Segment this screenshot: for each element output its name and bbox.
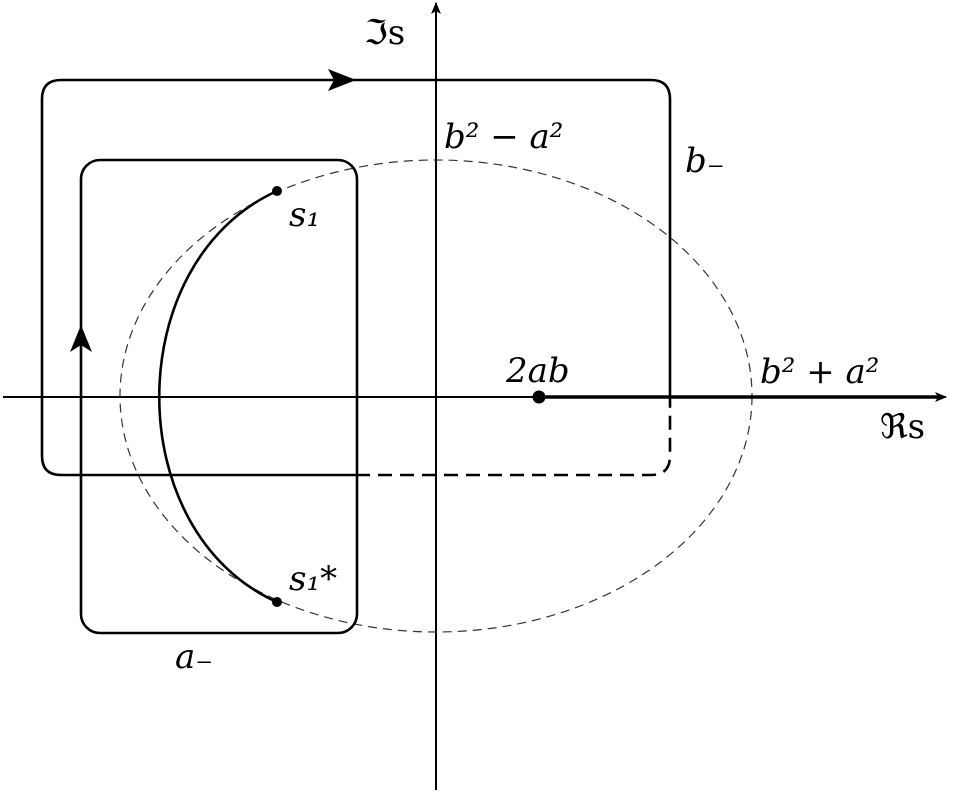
contour-a — [79, 158, 359, 635]
contour-b-arrow-icon — [328, 69, 356, 91]
upper-point-label: b² − a² — [444, 117, 563, 157]
imag-axis-label: ℑs — [364, 13, 405, 53]
contour-a-arrow-icon — [70, 325, 92, 352]
contour-b-label: b₋ — [685, 141, 725, 181]
s1-conjugate-label: s₁* — [289, 559, 337, 599]
point-2ab — [532, 390, 546, 404]
s1-label: s₁ — [289, 195, 320, 235]
contour-b-dashed — [356, 397, 672, 477]
point-s1 — [272, 186, 282, 196]
center-point-label: 2ab — [505, 351, 570, 391]
real-axis-label: ℜs — [880, 407, 925, 447]
contour-b-solid — [40, 78, 672, 477]
right-point-label: b² + a² — [760, 352, 879, 392]
branch-cut — [158, 189, 278, 604]
point-s1-conjugate — [272, 597, 282, 607]
contour-a-label: a₋ — [175, 637, 213, 677]
